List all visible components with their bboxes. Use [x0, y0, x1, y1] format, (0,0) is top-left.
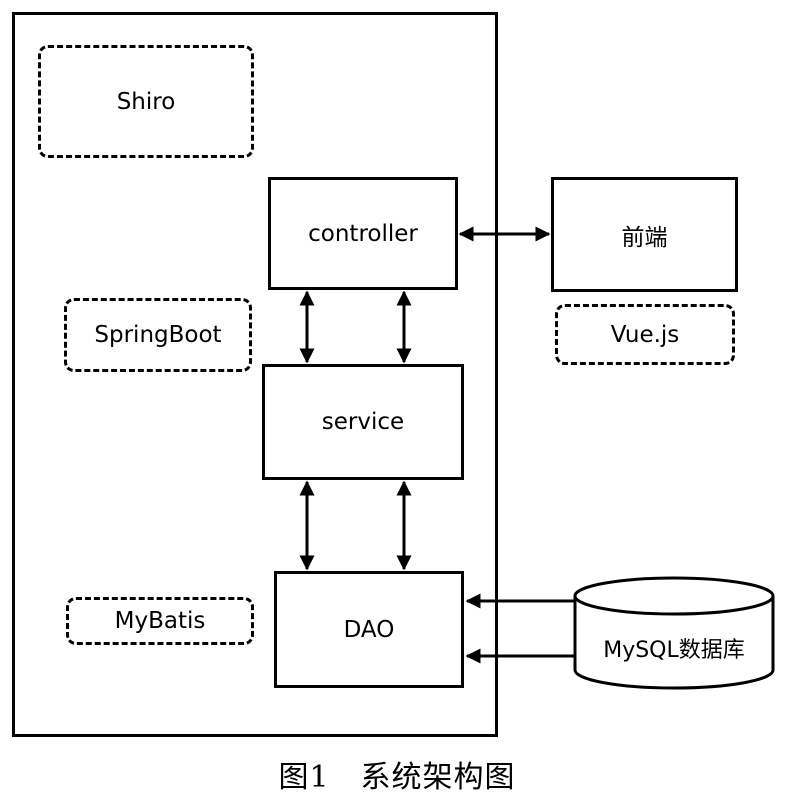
dao-label: DAO — [343, 616, 395, 643]
shiro-label-box: Shiro — [38, 45, 254, 158]
service-layer-box: service — [262, 364, 464, 480]
database-cylinder-icon — [573, 576, 775, 690]
mybatis-label-box: MyBatis — [66, 597, 254, 645]
vue-label: Vue.js — [610, 321, 680, 348]
controller-label: controller — [308, 220, 418, 247]
service-label: service — [321, 409, 405, 435]
dao-layer-box: DAO — [274, 571, 464, 688]
springboot-label-box: SpringBoot — [64, 298, 252, 372]
database-label-box: MySQL数据库 — [577, 616, 771, 680]
figure-caption: 图1 系统架构图 — [278, 760, 516, 795]
backend-container — [12, 12, 498, 737]
mybatis-label: MyBatis — [114, 608, 206, 634]
springboot-label: SpringBoot — [94, 322, 222, 348]
frontend-box: 前端 — [551, 177, 738, 292]
vue-label-box: Vue.js — [555, 304, 735, 365]
controller-layer-box: controller — [268, 177, 458, 290]
frontend-label: 前端 — [621, 224, 668, 251]
database-label: MySQL数据库 — [603, 638, 745, 663]
shiro-label: Shiro — [116, 88, 176, 115]
